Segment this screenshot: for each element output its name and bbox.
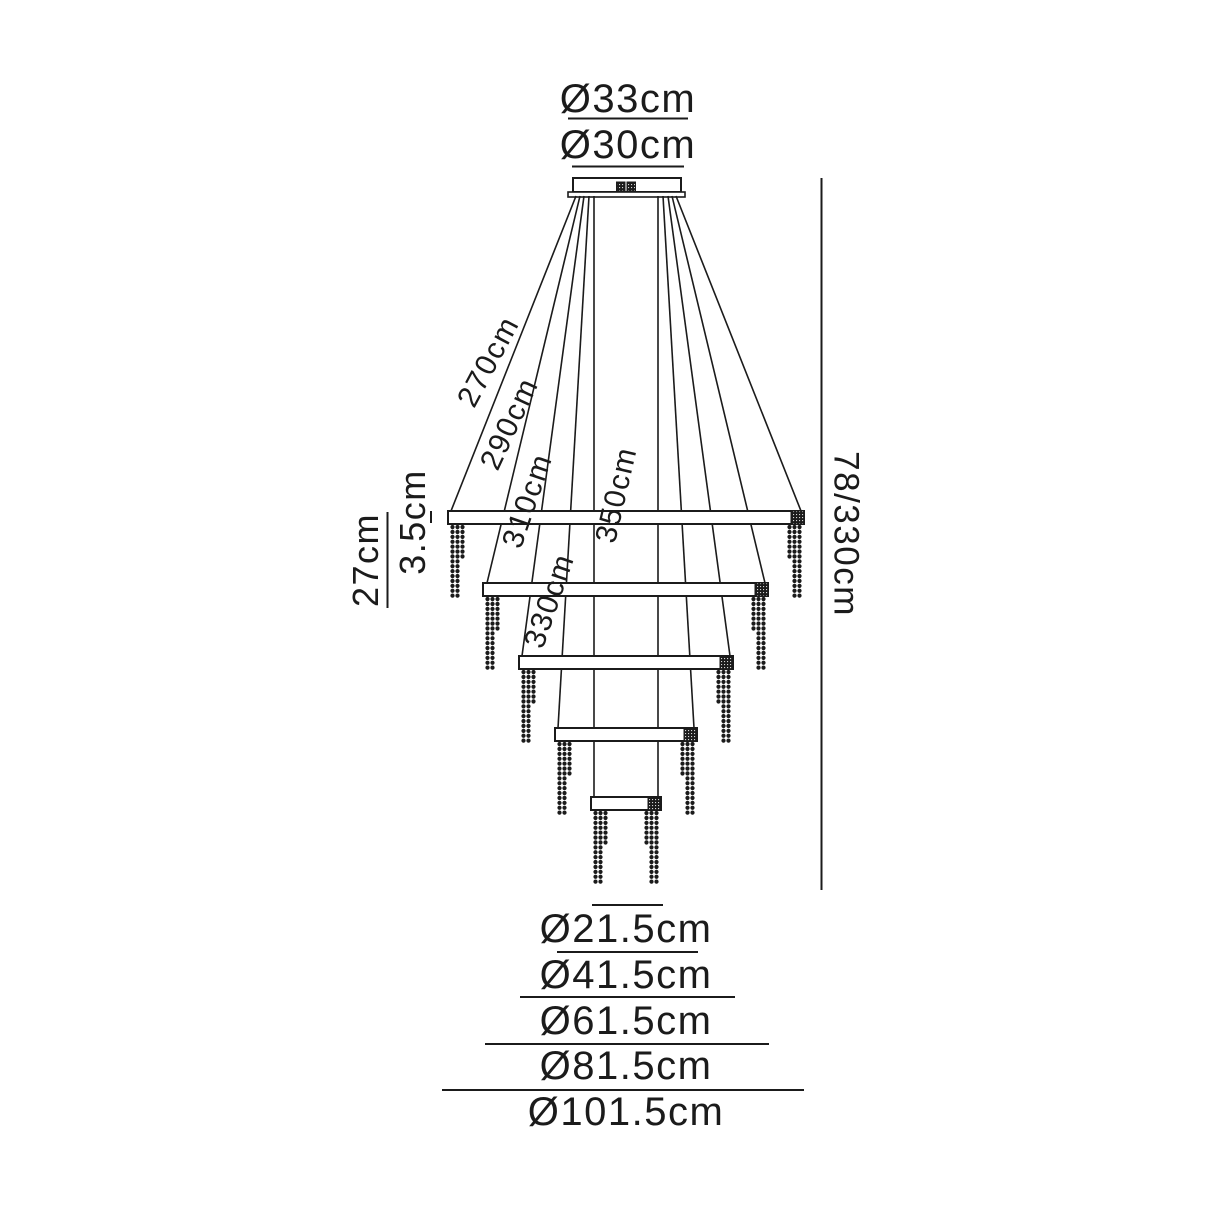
overall-height-label: 78/330cm (826, 451, 866, 617)
tier-bar-end-caps (647, 510, 805, 811)
ring-height-label: 3.5cm (392, 469, 433, 575)
canopy-connector-icon (626, 181, 636, 192)
tier-bar-4 (554, 727, 698, 742)
tier-ring-bars (447, 510, 805, 811)
tier-bar-2 (482, 582, 769, 597)
canopy-outer-diameter-label: Ø33cm (559, 77, 697, 121)
tier2-diameter-label: Ø81.5cm (539, 1044, 713, 1088)
tier-bar-3 (518, 655, 734, 670)
tier5-diameter-label: Ø21.5cm (539, 907, 713, 951)
crystal-bead-strands (450, 524, 802, 888)
ceiling-canopy (567, 177, 686, 198)
tier1-diameter-label: Ø101.5cm (527, 1090, 725, 1134)
canopy-connector-icon (616, 181, 626, 192)
bead-drop-length-label: 27cm (345, 512, 386, 608)
dimension-lines (386, 117, 823, 1091)
tier4-diameter-label: Ø41.5cm (539, 953, 713, 997)
canopy-diameter-label: Ø30cm (559, 123, 697, 167)
tier3-diameter-label: Ø61.5cm (539, 999, 713, 1043)
